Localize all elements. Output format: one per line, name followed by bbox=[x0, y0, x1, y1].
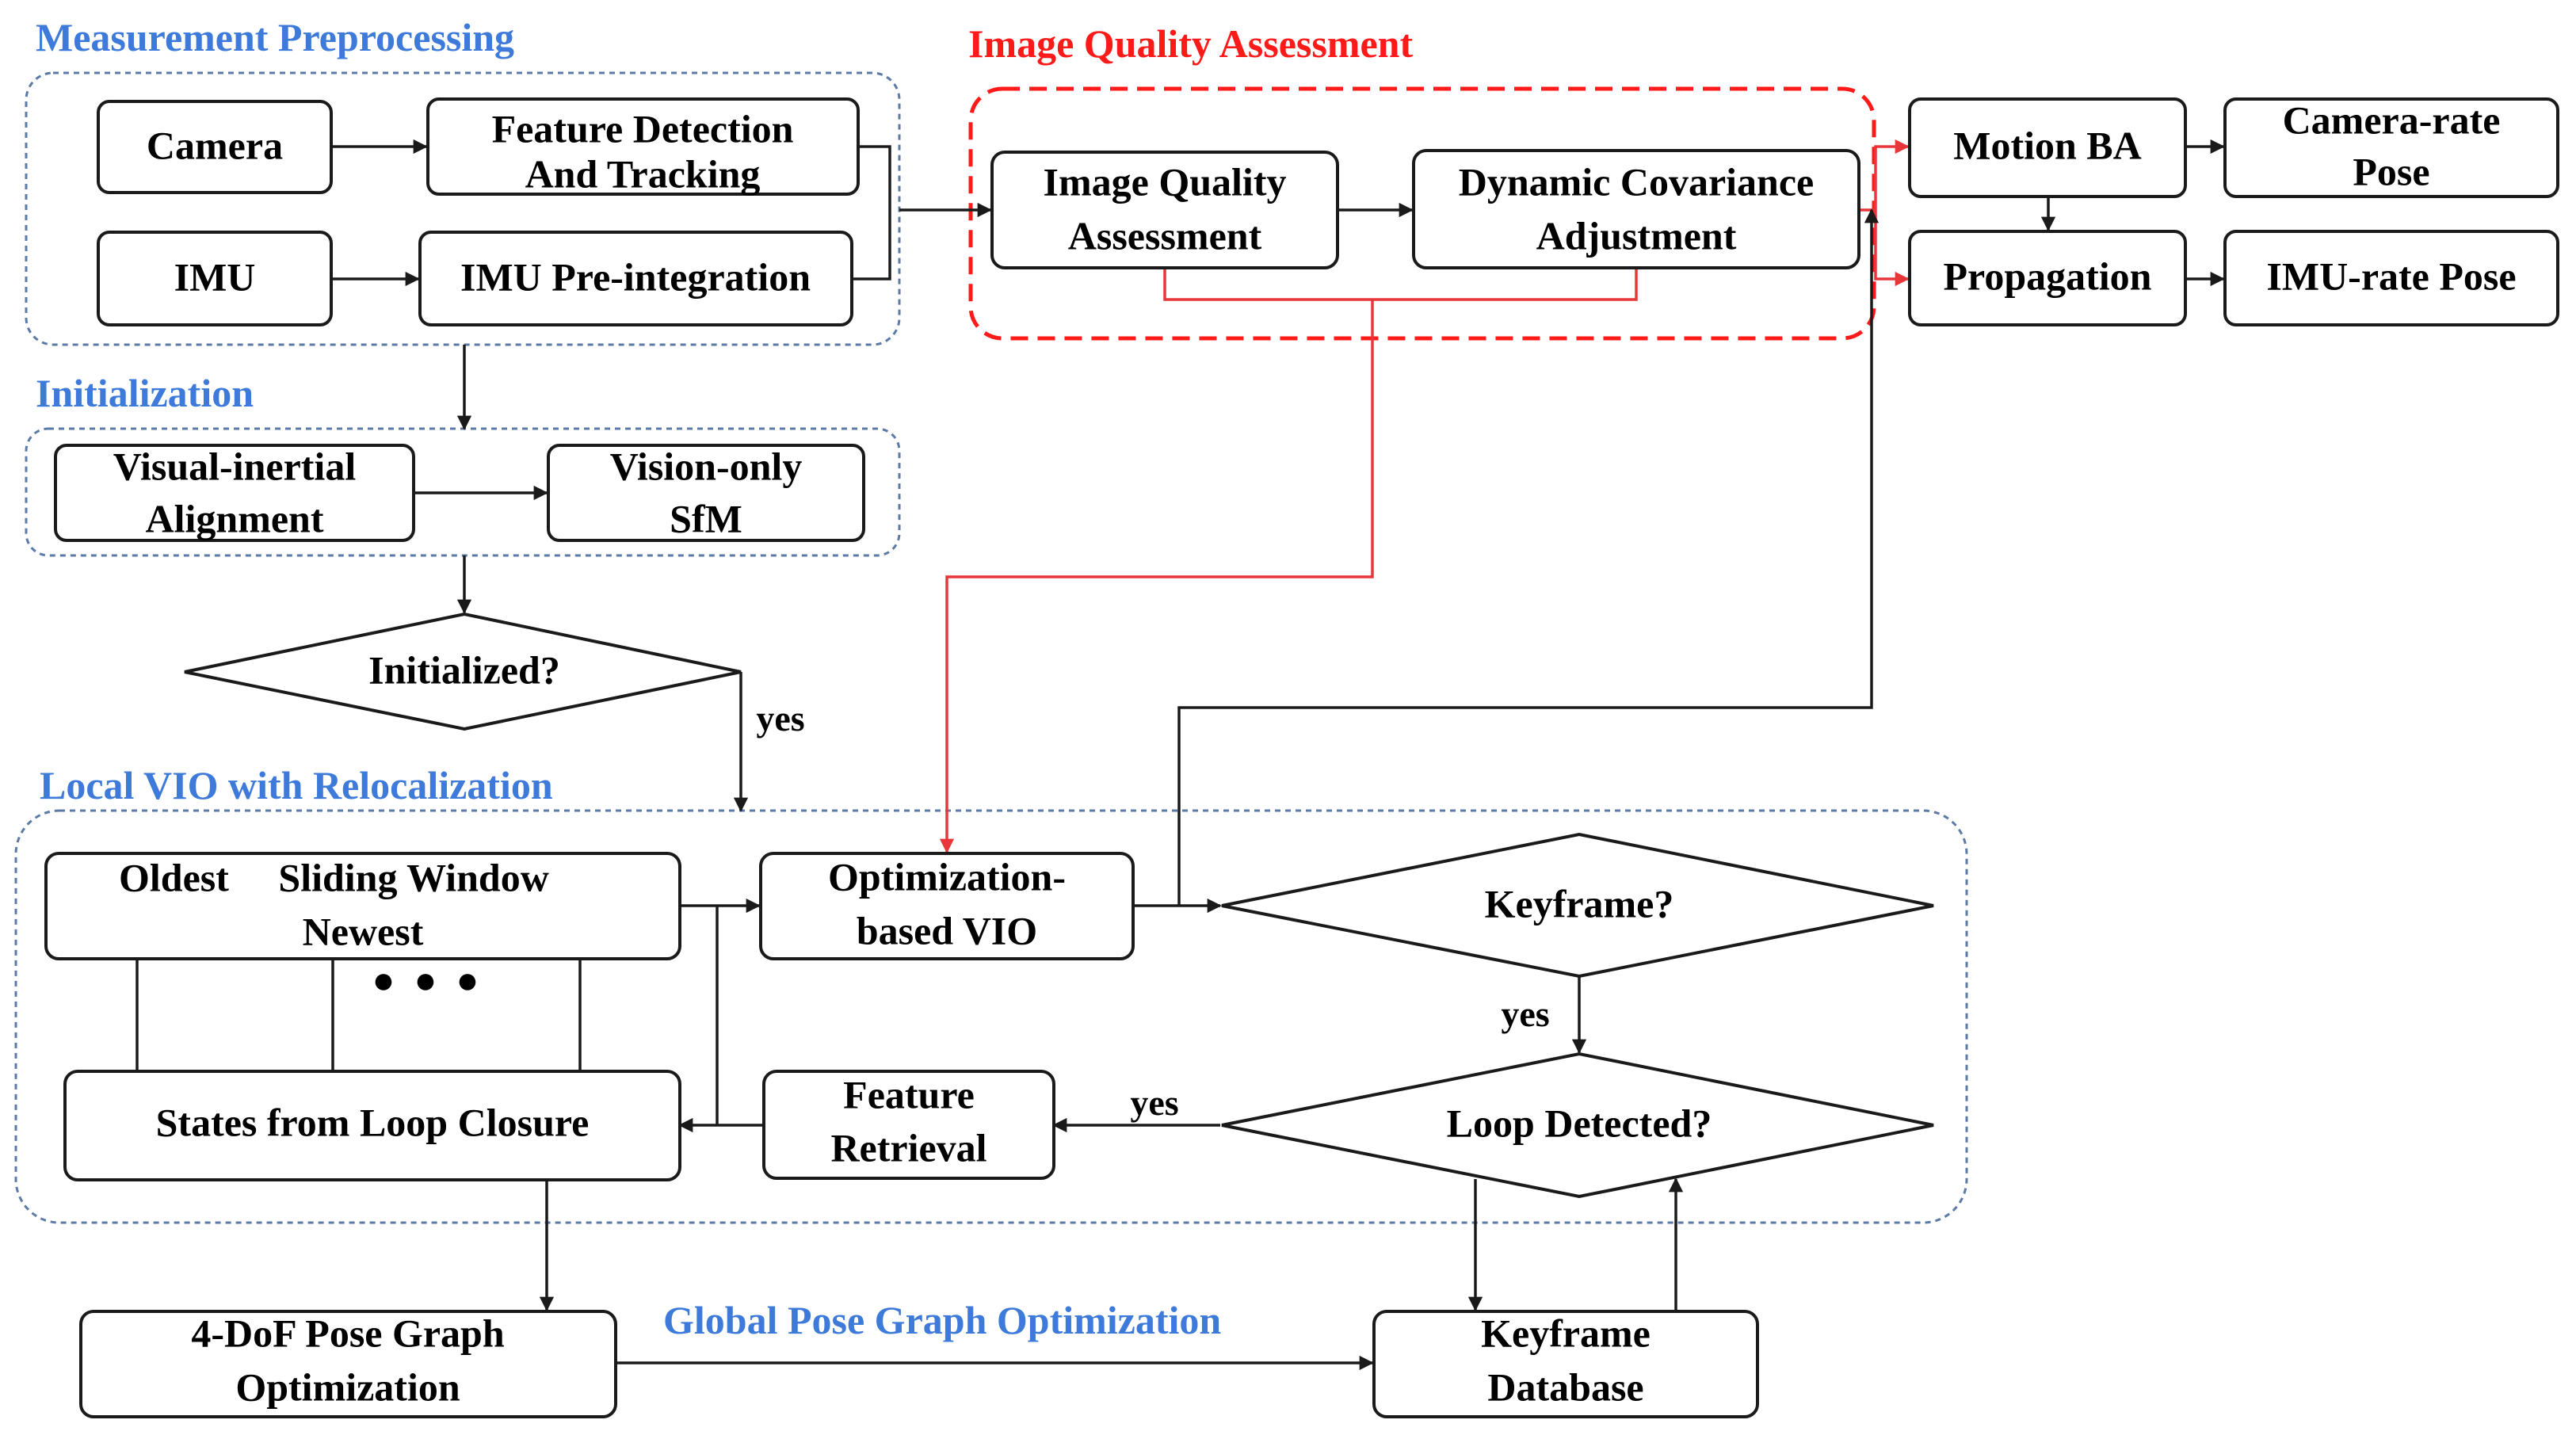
imu-node: IMU bbox=[97, 231, 333, 326]
imu-label: IMU bbox=[174, 254, 256, 299]
dynamic-covariance-node: Dynamic Covariance Adjustment bbox=[1412, 149, 1860, 269]
feature-retrieval-label-line2: Retrieval bbox=[830, 1125, 987, 1170]
states-loop-closure-node: States from Loop Closure bbox=[63, 1070, 681, 1181]
states-loop-closure-label: States from Loop Closure bbox=[156, 1100, 590, 1144]
loop-detected-decision: Loop Detected? bbox=[1221, 1051, 1934, 1199]
keyframe-database-label-line1: Keyframe bbox=[1481, 1311, 1651, 1355]
visual-inertial-label-line1: Visual-inertial bbox=[113, 444, 357, 488]
feature-detection-label-line1: Feature Detection bbox=[492, 106, 794, 151]
optimization-vio-label-line1: Optimization- bbox=[828, 854, 1066, 899]
feature-retrieval-label-line1: Feature bbox=[843, 1072, 975, 1116]
motion-ba-node: Motion BA bbox=[1908, 97, 2187, 198]
sliding-window-node: Oldest Sliding Window Newest bbox=[44, 852, 681, 960]
camera-rate-pose-node: Camera-rate Pose bbox=[2223, 97, 2559, 198]
keyframe-database-node: Keyframe Database bbox=[1372, 1310, 1759, 1418]
edge-vio-feedback bbox=[1177, 208, 1880, 906]
initialization-group-label: Initialization bbox=[36, 371, 254, 415]
local-vio-group-frame bbox=[14, 809, 1968, 1224]
measurement-group-label: Measurement Preprocessing bbox=[36, 15, 514, 59]
keyframe-decision: Keyframe? bbox=[1221, 832, 1934, 979]
edge-iqa-to-vio bbox=[939, 300, 1374, 853]
feature-retrieval-node: Feature Retrieval bbox=[762, 1070, 1055, 1180]
sliding-window-ellipsis: ● ● ● bbox=[372, 960, 484, 1002]
sliding-window-label-line2: Newest bbox=[303, 909, 424, 953]
pose-graph-label-line1: 4-DoF Pose Graph bbox=[191, 1311, 505, 1355]
keyframe-decision-label: Keyframe? bbox=[1485, 881, 1674, 925]
global-pgo-group-label: Global Pose Graph Optimization bbox=[663, 1298, 1221, 1342]
feature-detection-node: Feature Detection And Tracking bbox=[426, 97, 860, 196]
loop-yes-label: yes bbox=[1130, 1082, 1178, 1123]
initialized-label: Initialized? bbox=[368, 647, 560, 692]
initialized-yes-label: yes bbox=[756, 698, 804, 738]
iqa-group-label: Image Quality Assessment bbox=[968, 21, 1413, 66]
keyframe-yes-label: yes bbox=[1501, 994, 1549, 1034]
edge-iqa-bracket bbox=[1163, 268, 1638, 301]
propagation-node: Propagation bbox=[1908, 230, 2187, 326]
edges bbox=[135, 139, 2225, 1371]
image-quality-label-line1: Image Quality bbox=[1044, 159, 1287, 204]
initialized-decision: Initialized? bbox=[184, 612, 742, 731]
optimization-vio-label-line2: based VIO bbox=[857, 908, 1037, 952]
propagation-label: Propagation bbox=[1944, 254, 2152, 298]
camera-label: Camera bbox=[147, 123, 283, 167]
loop-detected-label: Loop Detected? bbox=[1447, 1101, 1712, 1145]
dynamic-covariance-label-line2: Adjustment bbox=[1536, 213, 1737, 258]
imu-rate-pose-label: IMU-rate Pose bbox=[2266, 254, 2516, 298]
dynamic-covariance-label-line1: Dynamic Covariance bbox=[1459, 159, 1815, 204]
vision-only-label-line2: SfM bbox=[670, 496, 742, 540]
pose-graph-node: 4-DoF Pose Graph Optimization bbox=[79, 1310, 617, 1418]
sliding-window-label-line1: Oldest Sliding Window bbox=[119, 855, 549, 899]
optimization-vio-node: Optimization- based VIO bbox=[759, 852, 1135, 960]
camera-node: Camera bbox=[97, 100, 333, 194]
visual-inertial-label-line2: Alignment bbox=[146, 496, 324, 540]
visual-inertial-node: Visual-inertial Alignment bbox=[54, 444, 415, 542]
motion-ba-label: Motion BA bbox=[1953, 123, 2142, 167]
vision-only-label-line1: Vision-only bbox=[610, 444, 803, 488]
edge-dca-to-propagation bbox=[1874, 210, 1910, 287]
local-vio-group-label: Local VIO with Relocalization bbox=[40, 763, 553, 807]
imu-preintegration-node: IMU Pre-integration bbox=[418, 231, 853, 326]
edge-measurement-merge bbox=[852, 145, 891, 281]
feature-detection-label-line2: And Tracking bbox=[525, 151, 761, 196]
keyframe-database-label-line2: Database bbox=[1487, 1364, 1643, 1409]
imu-rate-pose-node: IMU-rate Pose bbox=[2223, 230, 2559, 326]
camera-rate-pose-label-line2: Pose bbox=[2353, 149, 2429, 193]
imu-preintegration-label: IMU Pre-integration bbox=[460, 254, 811, 299]
camera-rate-pose-label-line1: Camera-rate bbox=[2283, 97, 2501, 142]
edge-dca-to-motionba bbox=[1874, 139, 1910, 210]
image-quality-node: Image Quality Assessment bbox=[990, 151, 1339, 269]
vision-only-node: Vision-only SfM bbox=[547, 444, 865, 542]
image-quality-label-line2: Assessment bbox=[1068, 213, 1262, 258]
pose-graph-label-line2: Optimization bbox=[235, 1364, 460, 1409]
